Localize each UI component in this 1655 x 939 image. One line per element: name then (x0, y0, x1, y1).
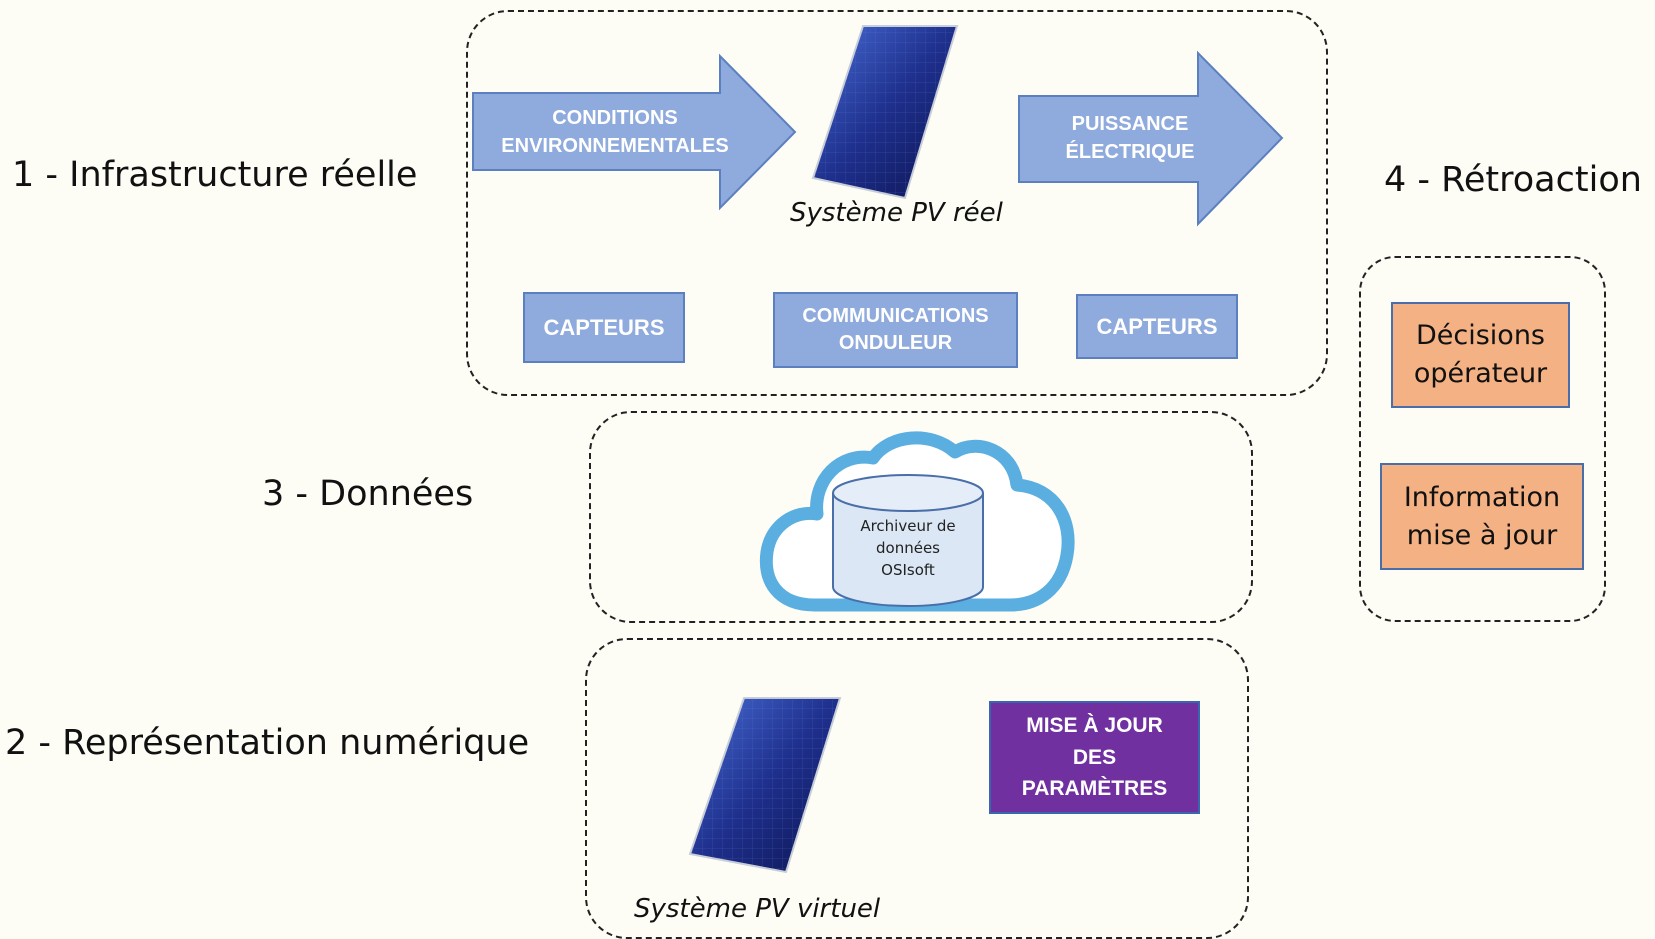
real-pv-panel-icon (811, 25, 959, 200)
parameter-update-box: MISE À JOUR DES PARAMÈTRES (989, 701, 1200, 814)
operator-decisions-box: Décisions opérateur (1391, 302, 1570, 408)
section-label-representation: 2 - Représentation numérique (5, 723, 530, 763)
updated-information-box: Information mise à jour (1380, 463, 1584, 570)
feedback-group (1359, 256, 1606, 622)
electric-power-arrow (1018, 50, 1284, 227)
environmental-conditions-label: CONDITIONS ENVIRONNEMENTALES (501, 107, 729, 157)
section-label-infrastructure: 1 - Infrastructure réelle (12, 155, 418, 195)
virtual-pv-caption: Système PV virtuel (634, 894, 881, 924)
database-label: Archiveur de données OSIsoft (860, 517, 956, 579)
section-label-retroaction: 4 - Rétroaction (1384, 160, 1642, 200)
infrastructure-group (466, 10, 1328, 396)
sensors-left-box: CAPTEURS (523, 292, 685, 363)
sensors-right-box: CAPTEURS (1076, 294, 1238, 359)
digital-group (585, 638, 1249, 939)
real-pv-caption: Système PV réel (790, 198, 1003, 228)
data-group (589, 411, 1253, 623)
section-label-donnees: 3 - Données (262, 474, 474, 514)
electric-power-label: PUISSANCE ÉLECTRIQUE (1065, 113, 1195, 163)
virtual-pv-panel-icon (688, 697, 842, 874)
environmental-conditions-arrow (472, 53, 797, 211)
database-cylinder-icon (832, 474, 984, 607)
inverter-communications-box: COMMUNICATIONS ONDULEUR (773, 292, 1018, 368)
